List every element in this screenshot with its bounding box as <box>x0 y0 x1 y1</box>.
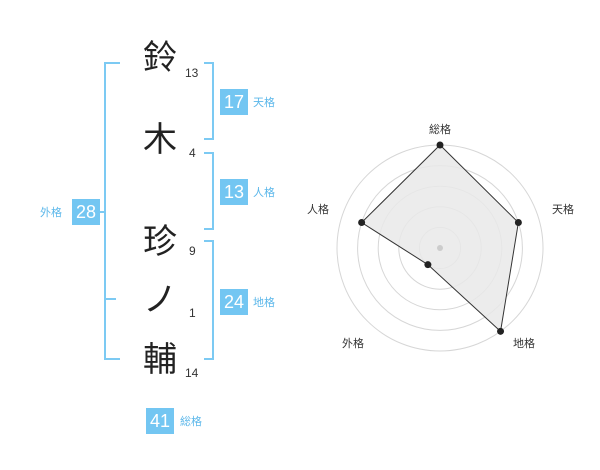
tenkaku-label: 天格 <box>253 96 275 109</box>
soukaku-label: 総格 <box>180 415 202 428</box>
stroke-count-4: 1 <box>189 306 196 320</box>
radar-points <box>358 141 522 335</box>
stroke-count-5: 14 <box>185 366 199 380</box>
radar-center-dot <box>437 245 443 251</box>
name-char-5: 輔 <box>143 340 177 380</box>
axis-label-chikaku: 地格 <box>513 337 535 350</box>
axis-label-gaikaku: 外格 <box>342 337 364 350</box>
axis-label-jinkaku: 人格 <box>307 203 329 216</box>
radar-point-5 <box>358 219 366 227</box>
name-char-1: 鈴 <box>143 38 177 78</box>
soukaku-value: 41 <box>146 408 174 434</box>
name-char-3: 珍 <box>143 222 177 262</box>
radar-point-1 <box>436 141 444 149</box>
tenkaku-value: 17 <box>220 89 248 115</box>
radar-point-2 <box>514 219 522 227</box>
axis-label-tenkaku: 天格 <box>552 203 574 216</box>
name-char-2: 木 <box>143 120 177 160</box>
jinkaku-label: 人格 <box>253 186 275 199</box>
axis-label-soukaku: 総格 <box>429 123 451 136</box>
name-char-4: ノ <box>143 280 177 320</box>
radar-point-4 <box>424 261 432 269</box>
chikaku-value: 24 <box>220 289 248 315</box>
radar-chart <box>336 141 544 352</box>
stroke-count-1: 13 <box>185 66 199 80</box>
jinkaku-value: 13 <box>220 179 248 205</box>
radar-point-3 <box>497 327 505 335</box>
stroke-count-2: 4 <box>189 146 196 160</box>
gaikaku-label: 外格 <box>40 206 62 219</box>
chikaku-label: 地格 <box>253 296 275 309</box>
radar-area <box>360 144 519 333</box>
stroke-count-3: 9 <box>189 244 196 258</box>
gaikaku-value: 28 <box>72 199 100 225</box>
